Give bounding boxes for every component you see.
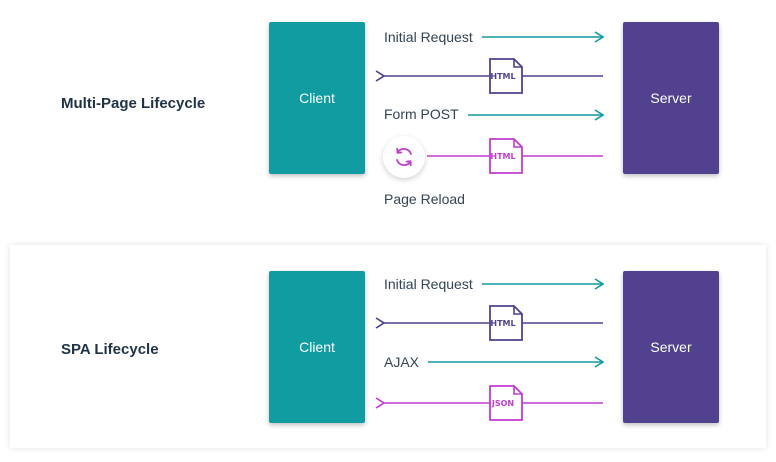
- mpa-form-post-label: Form POST: [384, 106, 459, 122]
- spa-html-doc-label: HTML: [490, 319, 515, 328]
- mpa-initial-request-label: Initial Request: [384, 29, 473, 45]
- mpa-html-document-icon-1: HTML: [489, 58, 523, 94]
- spa-section-title: SPA Lifecycle: [61, 341, 159, 358]
- spa-ajax-label: AJAX: [384, 354, 420, 370]
- spa-json-document-icon: JSON: [489, 385, 523, 421]
- spa-server-label: Server: [650, 339, 692, 355]
- mpa-page-reload-label: Page Reload: [384, 191, 465, 207]
- refresh-icon: [396, 147, 412, 167]
- spa-server-box: Server: [623, 271, 719, 423]
- mpa-client-label: Client: [299, 90, 335, 106]
- spa-client-box: Client: [269, 271, 365, 423]
- spa-html-document-icon: HTML: [489, 305, 523, 341]
- mpa-html-doc-label-1: HTML: [490, 72, 515, 81]
- spa-client-label: Client: [299, 339, 335, 355]
- mpa-section-title: Multi-Page Lifecycle: [61, 95, 206, 112]
- mpa-client-box: Client: [269, 22, 365, 174]
- mpa-server-box: Server: [623, 22, 719, 174]
- spa-initial-request-label: Initial Request: [384, 276, 473, 292]
- mpa-html-document-icon-2: HTML: [489, 138, 523, 174]
- mpa-server-label: Server: [650, 90, 692, 106]
- spa-json-doc-label: JSON: [491, 399, 514, 408]
- mpa-html-doc-label-2: HTML: [490, 152, 515, 161]
- page-reload-badge: [383, 136, 425, 178]
